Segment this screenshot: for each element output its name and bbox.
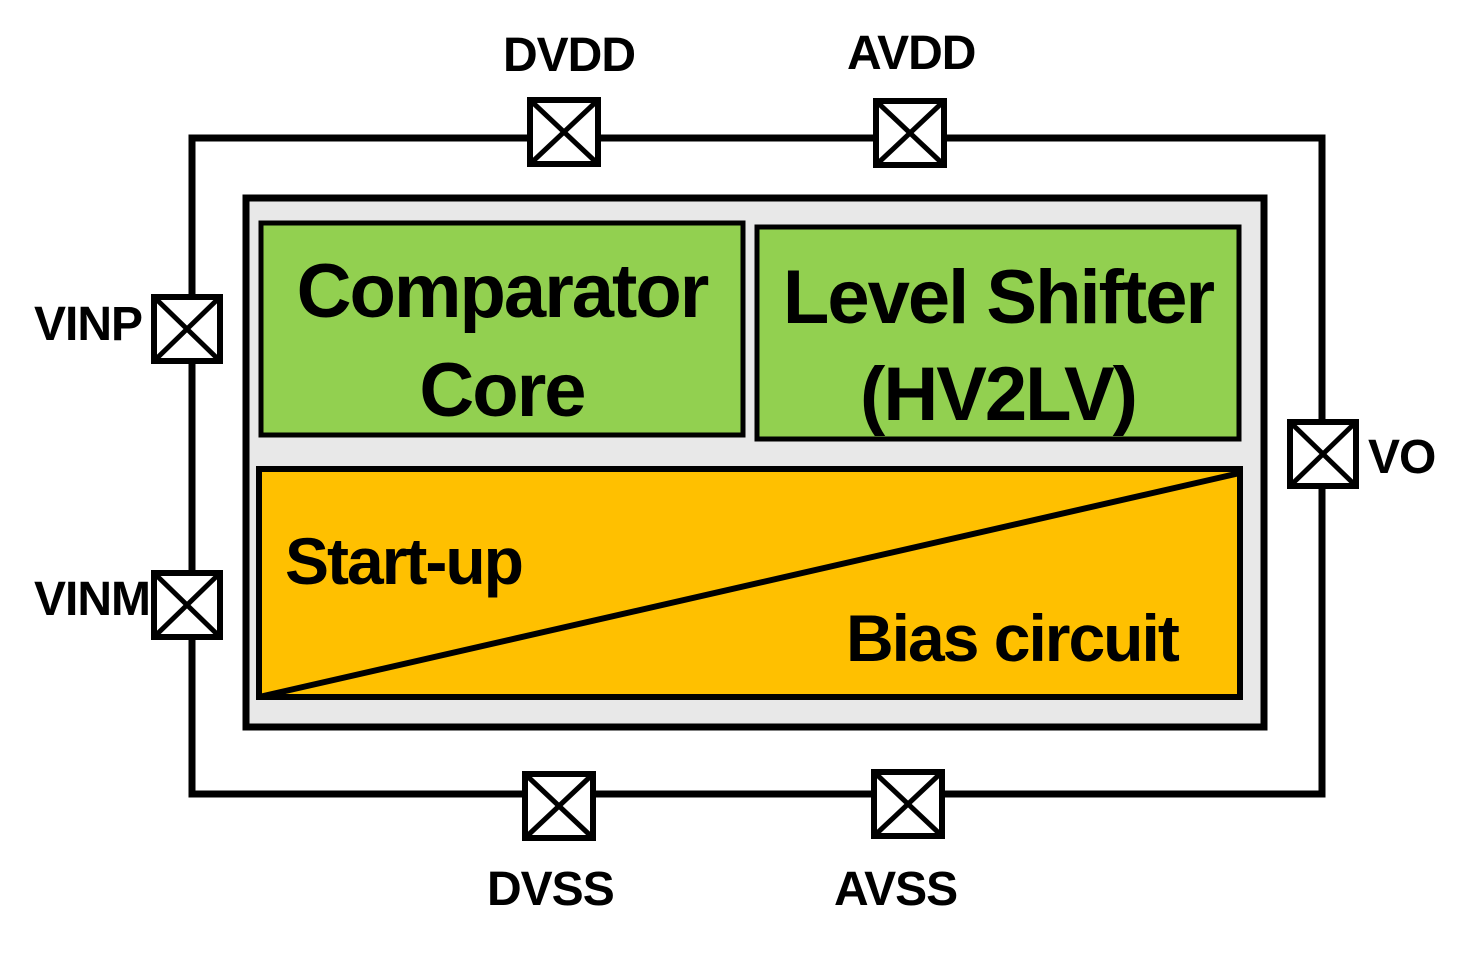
pin-label-dvdd: DVDD bbox=[503, 29, 636, 82]
pad-vinp bbox=[151, 294, 223, 364]
pin-label-avdd: AVDD bbox=[847, 27, 976, 80]
pad-vinm bbox=[151, 570, 223, 640]
bias-label: Bias circuit bbox=[846, 601, 1180, 675]
level-shifter-block bbox=[754, 224, 1242, 442]
pin-label-vinm: VINM bbox=[34, 573, 151, 626]
pad-avdd bbox=[873, 98, 947, 168]
comparator-label-line2: Core bbox=[419, 348, 586, 433]
level-shifter-label-line2: (HV2LV) bbox=[860, 352, 1138, 437]
startup-bias-divider bbox=[258, 470, 1241, 700]
pad-dvdd bbox=[527, 97, 601, 167]
level-shifter-label-line1: Level Shifter bbox=[782, 255, 1215, 340]
pad-vo bbox=[1287, 419, 1359, 489]
pin-label-avss: AVSS bbox=[834, 863, 958, 916]
comparator-label-line1: Comparator bbox=[296, 249, 710, 334]
pad-avss bbox=[871, 769, 945, 839]
pin-label-vo: VO bbox=[1368, 431, 1436, 484]
pad-dvss bbox=[522, 771, 596, 841]
comparator-block bbox=[258, 220, 746, 438]
pin-label-vinp: VINP bbox=[34, 298, 143, 351]
pin-label-dvss: DVSS bbox=[487, 863, 615, 916]
startup-label: Start-up bbox=[285, 524, 524, 598]
